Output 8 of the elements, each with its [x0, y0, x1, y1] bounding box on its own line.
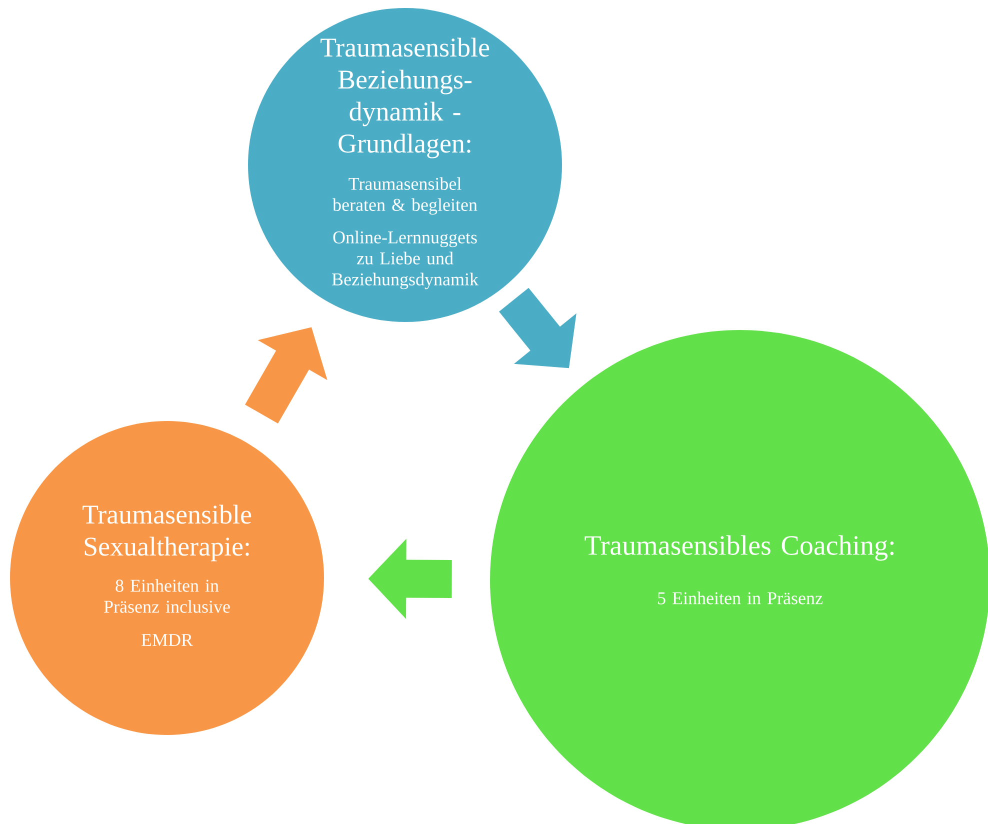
- circle-heading: Traumasensible Sexualtherapie:: [82, 504, 252, 562]
- circle-text: Online-Lernnuggets zu Liebe und Beziehungsdynamik: [332, 230, 478, 290]
- circle-heading: Traumasensible Beziehungs- dynamik - Grundlagen:: [320, 38, 490, 158]
- circle-text: EMDR: [142, 634, 193, 646]
- circle-heading: Traumasensibles Coaching:: [584, 535, 894, 561]
- circle-text: 5 Einheiten in Präsenz: [658, 592, 822, 604]
- circle-text: 8 Einheiten in Präsenz inclusive: [104, 579, 230, 613]
- circle-text: Traumasensibel beraten & begleiten: [332, 177, 478, 215]
